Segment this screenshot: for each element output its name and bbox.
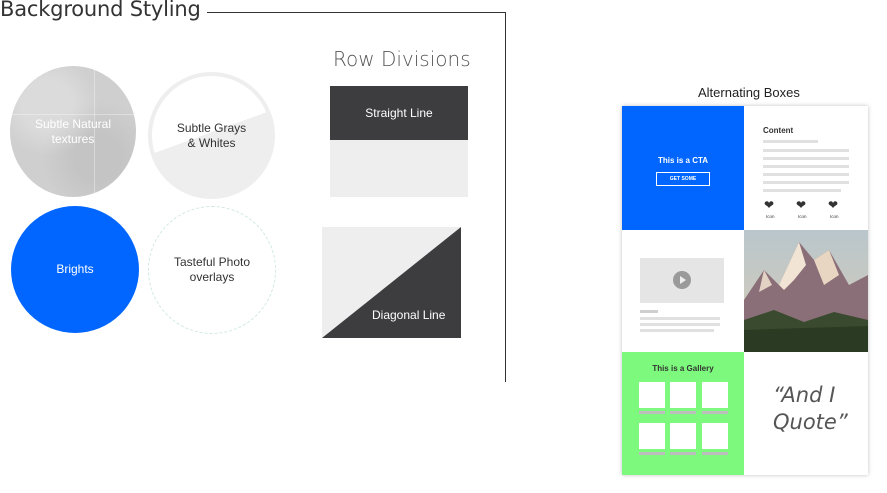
straight-line-top: Straight Line <box>330 86 468 140</box>
page-title: Background Styling <box>0 0 201 21</box>
video-text-line <box>640 323 720 326</box>
mountain-painting <box>744 230 868 352</box>
quote-line-2: Quote” <box>773 410 848 434</box>
photo-label: Tasteful Photo overlays <box>173 255 251 284</box>
content-line <box>763 173 849 176</box>
texture-swatch: Subtle Natural textures <box>10 66 136 197</box>
diagonal-divider <box>322 227 461 338</box>
content-line <box>763 157 849 160</box>
video-box <box>622 230 744 352</box>
photo-overlay-swatch: Tasteful Photo overlays <box>148 206 276 334</box>
gallery-caption-bar <box>702 452 728 455</box>
heart-icon: ❤ <box>796 198 807 212</box>
icon-label: Icon <box>798 214 807 219</box>
video-text-line <box>640 329 714 332</box>
content-title: Content <box>763 126 794 135</box>
mountain-photo <box>744 230 868 352</box>
gallery-thumb[interactable] <box>639 382 665 408</box>
quote-text: “And I Quote” <box>773 382 848 436</box>
gallery-thumb[interactable] <box>702 382 728 408</box>
icon-label: Icon <box>766 214 775 219</box>
gallery-thumb[interactable] <box>670 423 696 449</box>
video-text-line <box>640 317 720 320</box>
divider-horizontal <box>207 12 505 13</box>
gallery-thumb[interactable] <box>702 423 728 449</box>
straight-line-bottom <box>330 140 468 197</box>
gallery-box: This is a Gallery <box>622 352 744 475</box>
straight-line-label: Straight Line <box>365 106 433 120</box>
grays-label: Subtle Grays & Whites <box>176 120 247 150</box>
quote-box: “And I Quote” <box>744 352 868 475</box>
brights-label: Brights <box>56 262 94 276</box>
divider-vertical <box>505 12 506 382</box>
quote-line-1: “And I <box>773 383 836 407</box>
diagonal-line-label: Diagonal Line <box>372 308 446 322</box>
gallery-title: This is a Gallery <box>652 364 714 373</box>
play-icon[interactable] <box>673 271 691 289</box>
diagonal-shape <box>322 227 461 338</box>
heart-icon: ❤ <box>764 198 775 212</box>
cta-button[interactable]: GET SOME <box>656 172 710 186</box>
grays-swatch: Subtle Grays & Whites <box>148 72 275 199</box>
gallery-caption-bar <box>702 411 728 414</box>
gallery-caption-bar <box>639 452 665 455</box>
cta-box: This is a CTA GET SOME <box>622 106 744 230</box>
row-divisions-title: Row Divisions <box>333 47 471 71</box>
video-placeholder[interactable] <box>640 258 724 303</box>
alternating-boxes-title: Alternating Boxes <box>698 85 800 100</box>
content-line <box>763 165 849 168</box>
gallery-caption-bar <box>670 411 696 414</box>
gallery-caption-bar <box>670 452 696 455</box>
gallery-thumb[interactable] <box>670 382 696 408</box>
gallery-thumb[interactable] <box>639 423 665 449</box>
video-text-line <box>640 310 658 313</box>
brights-swatch: Brights <box>11 206 139 333</box>
alternating-boxes-mockup: This is a CTA GET SOME Content ❤ ❤ ❤ Ico… <box>622 106 868 475</box>
content-line <box>763 149 849 152</box>
content-bar <box>763 140 818 143</box>
icon-label: Icon <box>830 214 839 219</box>
gallery-caption-bar <box>639 411 665 414</box>
content-box: Content ❤ ❤ ❤ Icon Icon Icon <box>744 106 868 230</box>
content-line <box>763 189 841 192</box>
content-line <box>763 181 849 184</box>
cta-text: This is a CTA <box>657 156 709 165</box>
texture-label: Subtle Natural textures <box>34 116 112 146</box>
heart-icon: ❤ <box>828 198 839 212</box>
